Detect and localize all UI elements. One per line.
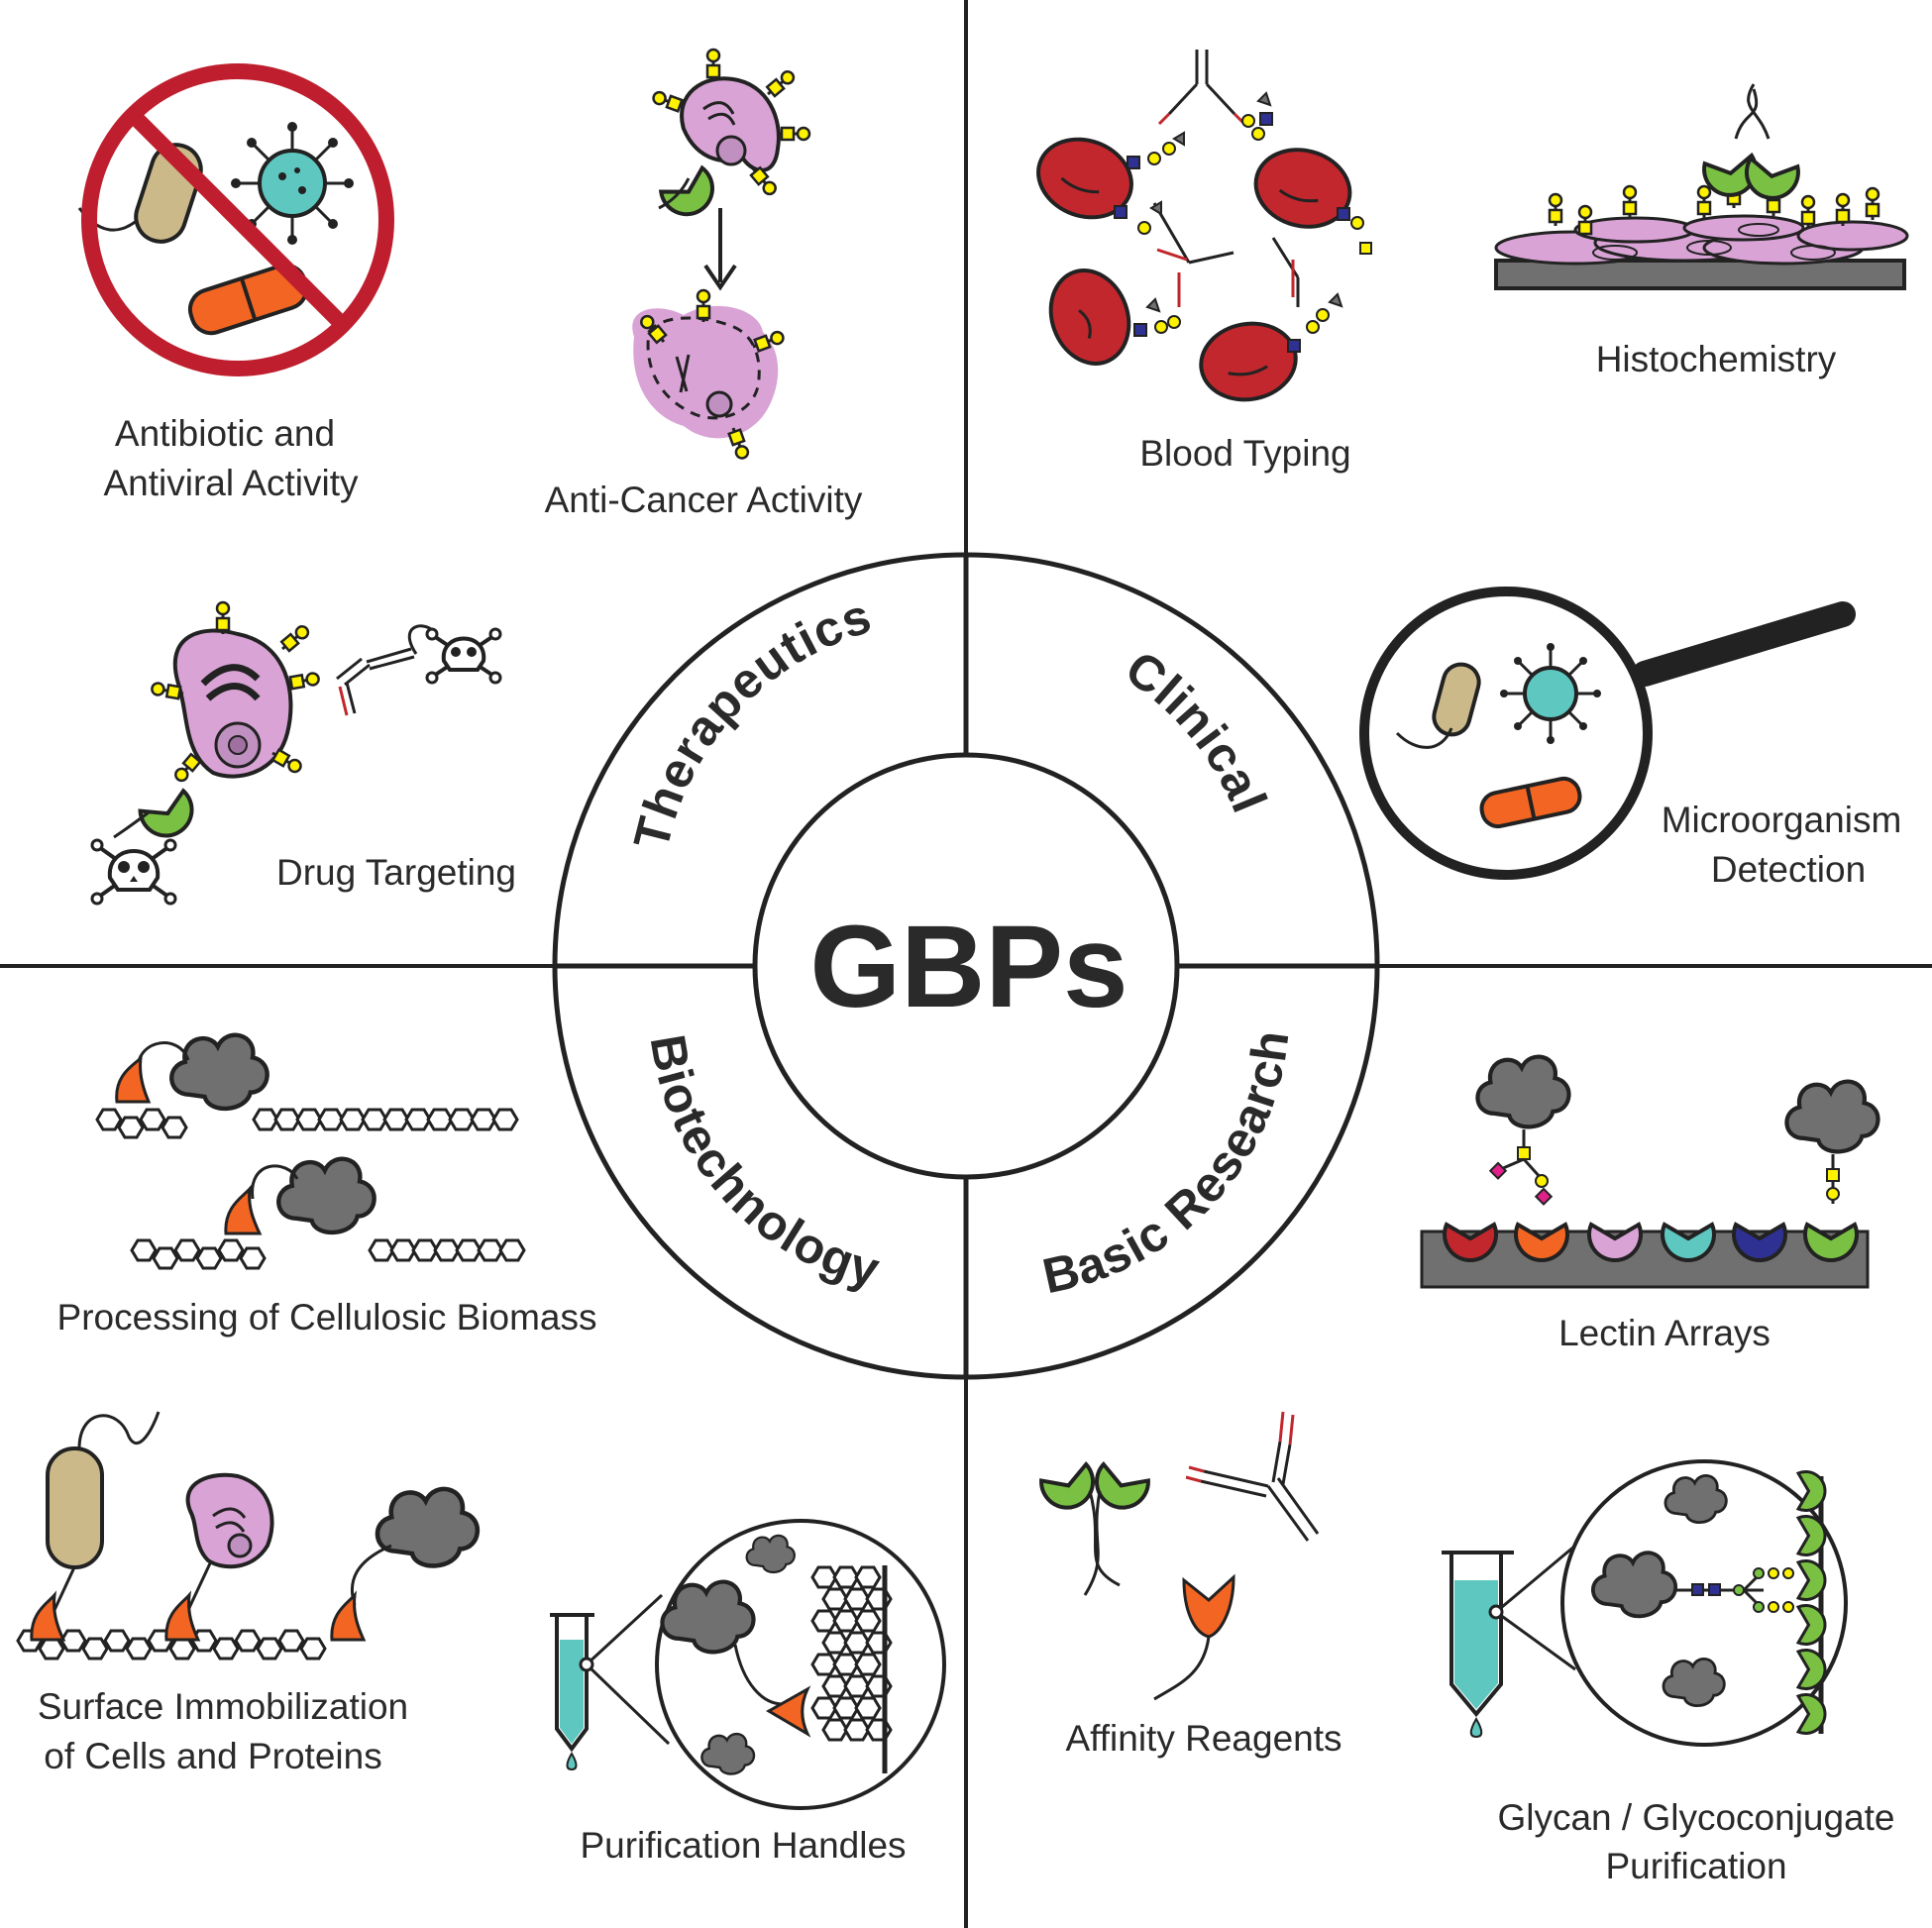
hexagon-unit [498, 1238, 526, 1262]
hexagon-unit [125, 1637, 153, 1660]
hexagon-unit [38, 1637, 65, 1660]
hexagon-unit [854, 1565, 882, 1589]
virus-icon [1500, 643, 1601, 744]
label-surface-line2: of Cells and Proteins [44, 1736, 381, 1776]
hexagon-unit [854, 1696, 882, 1720]
hexagon-unit [168, 1637, 196, 1660]
hexagon-unit [299, 1637, 327, 1660]
svg-text:Clinical: Clinical [1116, 640, 1278, 820]
hexagon-unit [256, 1637, 283, 1660]
label-anti-cancer: Anti-Cancer Activity [545, 480, 863, 520]
label-microorganism-line2: Detection [1711, 849, 1866, 890]
hexagon-unit [103, 1629, 131, 1653]
blood-typing-icon [1036, 50, 1372, 402]
category-clinical: Clinical [1116, 640, 1277, 820]
label-cellulosic: Processing of Cellulosic Biomass [57, 1297, 597, 1338]
glycan-purification-icon [1442, 1459, 1848, 1747]
array-surface-icon [1420, 1057, 1878, 1289]
cancer-cell-icon [632, 48, 811, 462]
label-surface-line1: Surface Immobilization [38, 1686, 408, 1727]
cellulose-chain-icon [95, 1035, 526, 1270]
label-histochemistry: Histochemistry [1596, 339, 1837, 379]
label-lectin-arrays: Lectin Arrays [1558, 1313, 1771, 1353]
label-glycan-line1: Glycan / Glycoconjugate [1497, 1797, 1894, 1838]
hexagon-unit [81, 1637, 109, 1660]
lectin-icon [1796, 1470, 1827, 1512]
category-therapeutics: Therapeutics [623, 588, 877, 855]
hexagon-unit [130, 1238, 158, 1262]
tissue-slide-icon [1494, 83, 1909, 290]
svg-text:Therapeutics: Therapeutics [623, 588, 878, 855]
label-antibiotic-line2: Antiviral Activity [103, 463, 359, 503]
hexagon-unit [239, 1246, 267, 1270]
column-icon [550, 1519, 946, 1810]
antibody-icon [1200, 1441, 1320, 1542]
red-blood-cell-icon [1048, 268, 1131, 366]
center-label: GBPs [809, 902, 1127, 1032]
surface-immobilization-icon [16, 1411, 478, 1660]
hexagon-unit [234, 1629, 262, 1653]
label-blood-typing: Blood Typing [1139, 433, 1350, 474]
hexagon-unit [161, 1116, 188, 1139]
no-entry-icon [77, 63, 394, 376]
red-blood-cell-icon [1253, 148, 1352, 229]
label-purification-handles: Purification Handles [580, 1825, 906, 1866]
svg-text:Basic Research: Basic Research [1037, 1026, 1299, 1304]
hexagon-unit [491, 1108, 519, 1131]
category-basic-research: Basic Research [1037, 1026, 1298, 1304]
hexagon-unit [95, 1108, 123, 1131]
hexagon-unit [152, 1246, 179, 1270]
skull-icon [90, 838, 177, 906]
lectin-icon [1037, 1461, 1103, 1517]
category-ring [552, 552, 1380, 1380]
magnifier-icon [1359, 587, 1856, 880]
hexagon-unit [854, 1653, 882, 1676]
bacterium-icon [46, 1446, 104, 1569]
hexagon-unit [195, 1246, 223, 1270]
hexagon-unit [217, 1238, 245, 1262]
hexagon-unit [139, 1108, 166, 1131]
label-glycan-line2: Purification [1605, 1846, 1786, 1886]
drug-targeting-icon [90, 600, 502, 906]
red-blood-cell-icon [1199, 321, 1298, 402]
hexagon-unit [212, 1637, 240, 1660]
label-affinity-reagents: Affinity Reagents [1065, 1718, 1342, 1759]
hexagon-unit [173, 1238, 201, 1262]
label-antibiotic-line1: Antibiotic and [115, 413, 335, 454]
affinity-reagents-icon [1037, 1411, 1320, 1701]
hexagon-unit [117, 1116, 145, 1139]
red-blood-cell-icon [1036, 137, 1133, 220]
lectin-icon [1796, 1693, 1827, 1735]
hexagon-unit [854, 1609, 882, 1633]
label-microorganism-line1: Microorganism [1662, 800, 1902, 840]
skull-icon [425, 627, 502, 685]
hexagon-unit [277, 1629, 305, 1653]
label-drug-targeting: Drug Targeting [276, 852, 516, 893]
